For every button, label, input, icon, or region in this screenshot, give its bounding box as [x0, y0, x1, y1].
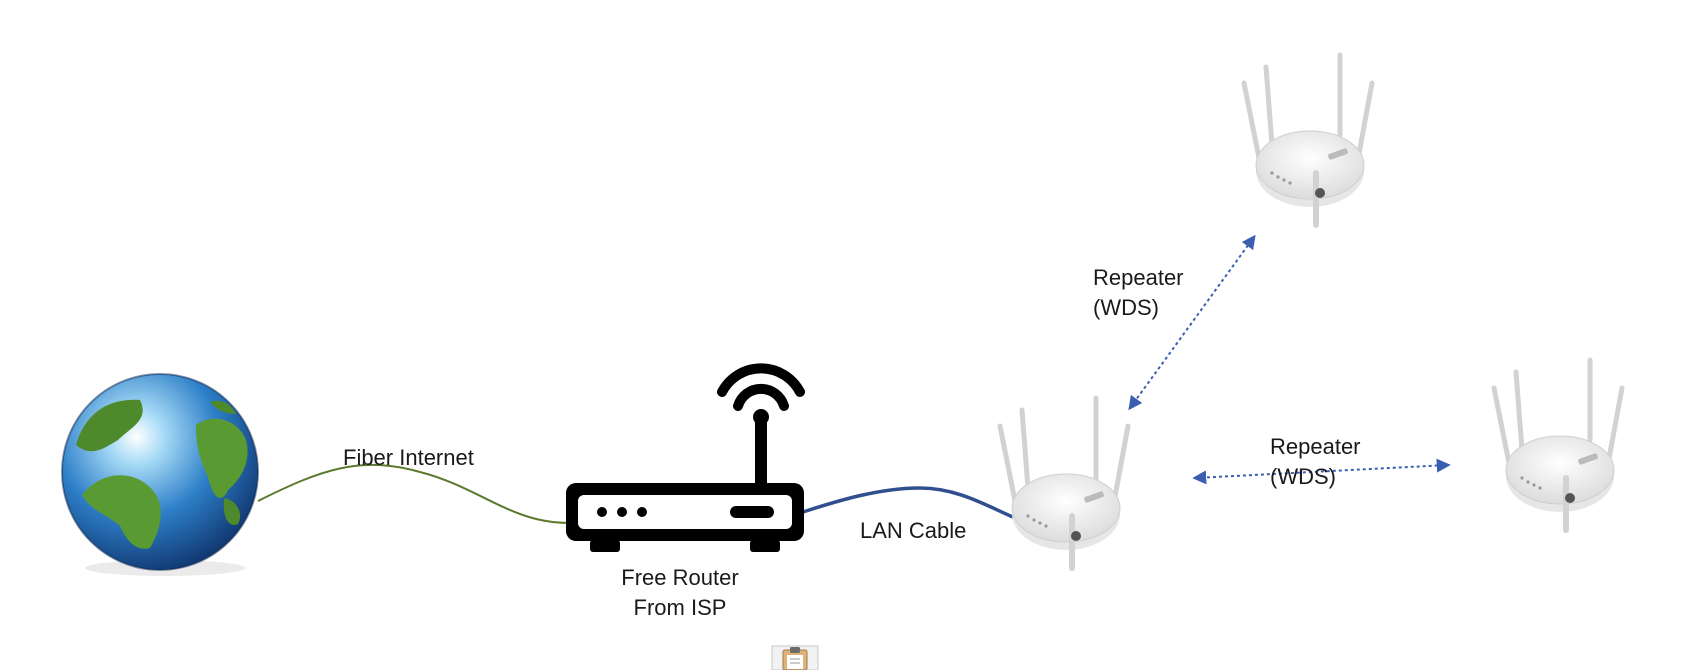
access-point-icon	[1244, 55, 1372, 225]
wds-right-label: Repeater (WDS)	[1270, 432, 1361, 492]
router-label-line1: Free Router	[621, 565, 739, 590]
wds-top-label-line2: (WDS)	[1093, 295, 1159, 320]
router-label-line2: From ISP	[633, 595, 727, 620]
wifi-router-icon	[566, 363, 805, 552]
wds-top-label-line1: Repeater	[1093, 265, 1184, 290]
fiber-cable	[257, 463, 601, 525]
wds-right-label-line2: (WDS)	[1270, 464, 1336, 489]
router-label: Free Router From ISP	[605, 563, 755, 623]
lan-cable	[802, 486, 1021, 522]
globe-icon	[61, 373, 259, 576]
wds-link-top	[1128, 234, 1256, 411]
access-point-icon	[1000, 398, 1128, 568]
wds-top-label: Repeater (WDS)	[1093, 263, 1184, 323]
access-point-icon	[1494, 360, 1622, 530]
clipboard-icon	[771, 645, 819, 670]
wds-link-right	[1192, 458, 1451, 485]
wds-right-label-line1: Repeater	[1270, 434, 1361, 459]
lan-cable-label: LAN Cable	[860, 518, 967, 543]
fiber-internet-label: Fiber Internet	[343, 445, 474, 470]
